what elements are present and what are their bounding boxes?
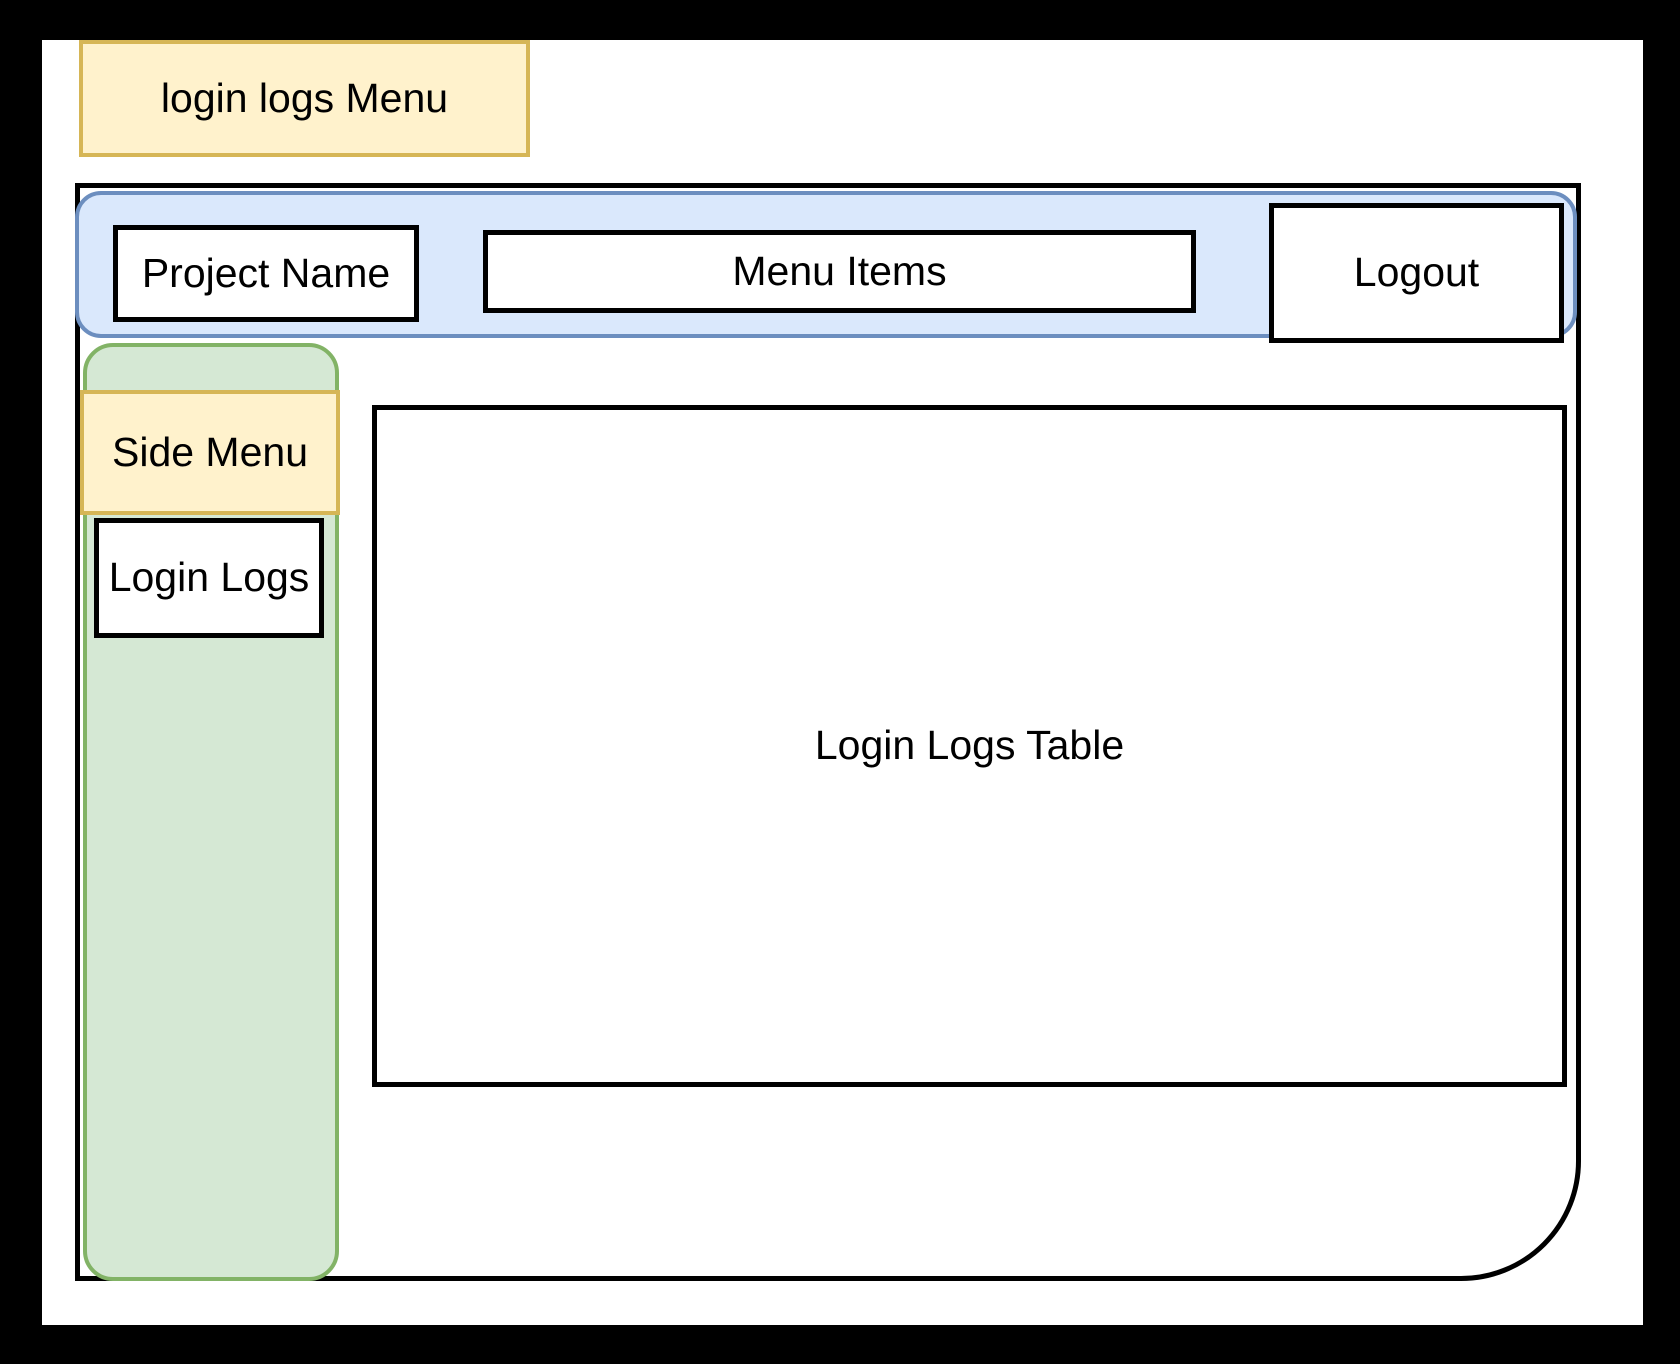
application-window-frame	[75, 183, 1581, 1281]
diagram-title-annotation: login logs Menu	[79, 40, 530, 157]
login-logs-table-placeholder: Login Logs Table	[372, 405, 1567, 1087]
menu-items-box[interactable]: Menu Items	[483, 230, 1196, 313]
project-name-box[interactable]: Project Name	[113, 225, 419, 322]
side-menu-label: Side Menu	[80, 390, 340, 515]
sidebar-item-login-logs[interactable]: Login Logs	[94, 518, 324, 638]
diagram-page: login logs Menu Project Name Menu Items …	[42, 40, 1643, 1325]
logout-button[interactable]: Logout	[1269, 203, 1564, 343]
